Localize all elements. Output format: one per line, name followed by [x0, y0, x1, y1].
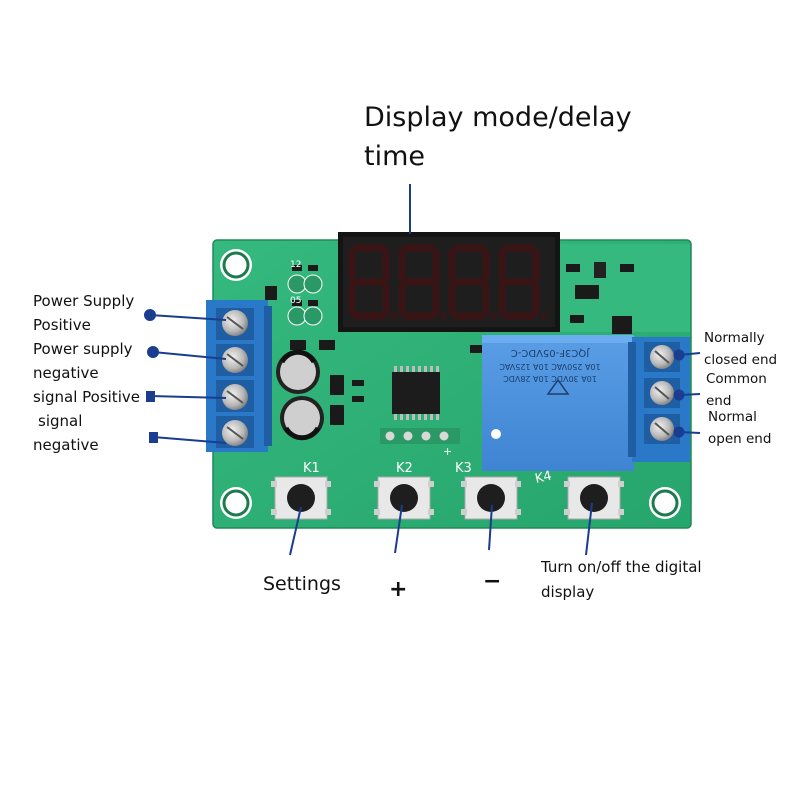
relay-rating-text-2: 10A 30VDC 10A 28VDC [503, 374, 597, 383]
relay-model-text: JQC3F-05VDC-C [511, 347, 590, 358]
display-mode-label-line2: time [364, 141, 426, 173]
annotation-pointers [144, 184, 701, 556]
relay: JQC3F-05VDC-C 10A 250VAC 10A 125VAC 10A … [482, 335, 634, 471]
button-k3[interactable] [461, 476, 521, 520]
label-plus: + [389, 577, 408, 602]
label-signal-negative-1: signal [38, 412, 83, 430]
pcb-mark-12: 12 [290, 260, 301, 270]
mounting-hole-top-left [220, 249, 252, 281]
seven-segment-display [338, 232, 560, 332]
terminal-screw-1 [216, 308, 254, 340]
display-mode-label: Display mode/delay time [364, 98, 632, 176]
label-power-supply-negative-2: negative [33, 364, 99, 382]
digit-1-decimal-point [391, 313, 397, 319]
terminal-screw-2 [216, 344, 254, 376]
label-normally-closed: Normally closed end [704, 328, 777, 371]
label-normally-open-line1: Normal [708, 409, 757, 425]
label-signal-positive: signal Positive [33, 388, 140, 406]
label-k4: K4 [534, 469, 554, 487]
label-display-toggle-line1: Turn on/off the digital [541, 558, 702, 576]
capacitor-top [276, 349, 320, 394]
label-signal-negative-2: negative [33, 436, 99, 454]
digit-3-decimal-point [491, 313, 497, 319]
pcb-mark-05: 05 [290, 296, 301, 306]
terminal-screw-nc [644, 342, 680, 372]
display-mode-label-line1: Display mode/delay [364, 102, 632, 133]
label-normally-closed-line2: closed end [704, 351, 778, 368]
label-k1: K1 [303, 461, 320, 476]
label-minus: − [483, 569, 502, 594]
smd-components [265, 262, 634, 425]
header-pins [380, 428, 460, 444]
label-common-line2: end [706, 392, 732, 409]
digit-2-decimal-point [441, 313, 447, 319]
mounting-hole-bottom-left [220, 487, 252, 519]
terminal-screw-com [644, 378, 680, 408]
terminal-screw-3 [216, 380, 254, 412]
button-k4[interactable] [564, 476, 624, 520]
digit-4-decimal-point [541, 313, 547, 319]
input-terminal-block [206, 300, 272, 452]
label-power-supply-negative-1: Power supply [33, 340, 133, 358]
label-normally-open-line2: open end [708, 430, 772, 447]
label-k3: K3 [455, 461, 472, 476]
input-terminal-labels: Power Supply Positive Power supply negat… [33, 289, 140, 457]
label-common-line1: Common [706, 371, 767, 387]
terminal-screw-no [644, 414, 680, 444]
label-common: Common end [706, 369, 767, 412]
smd-pads [287, 274, 323, 326]
label-k2: K2 [396, 461, 413, 476]
label-power-supply-positive-1: Power Supply [33, 292, 135, 310]
label-display-toggle-line2: display [541, 582, 595, 601]
label-normally-closed-line1: Normally [704, 330, 765, 346]
mounting-hole-bottom-right [649, 487, 681, 519]
label-display-toggle: Turn on/off the digital display [541, 555, 702, 605]
capacitor-bottom [280, 396, 324, 441]
button-k1[interactable] [271, 476, 331, 520]
label-settings: Settings [263, 573, 341, 595]
pcb-mark-plus: + [443, 445, 452, 458]
label-normally-open: Normal open end [708, 407, 771, 450]
microcontroller-chip [392, 366, 440, 420]
label-power-supply-positive-2: Positive [33, 316, 91, 334]
relay-rating-text-1: 10A 250VAC 10A 125VAC [499, 362, 601, 371]
button-k2[interactable] [374, 476, 434, 520]
